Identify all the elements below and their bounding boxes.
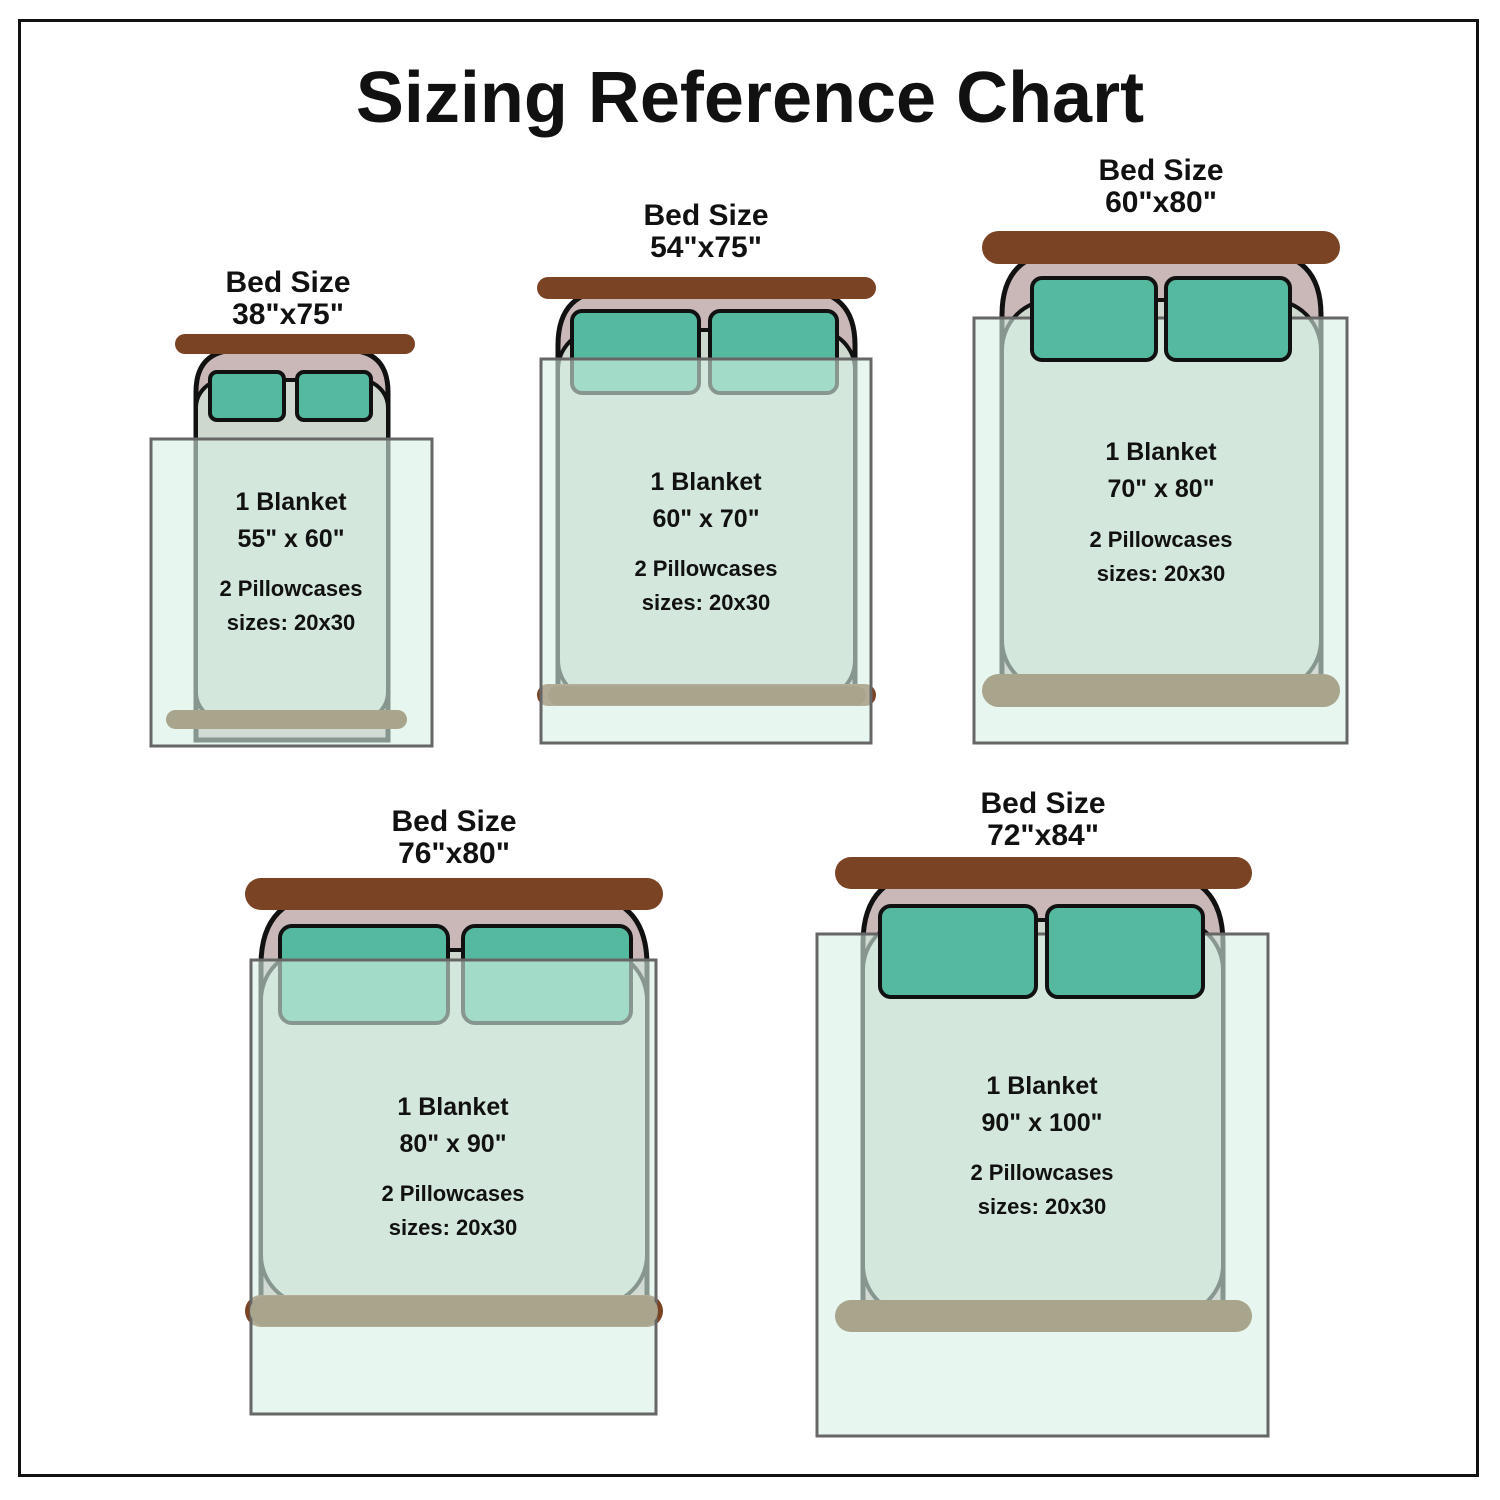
headboard <box>835 857 1252 889</box>
footboard <box>166 710 407 729</box>
pillow-right <box>295 370 373 422</box>
blanket-size-1: 55" x 60" <box>237 525 344 553</box>
headboard <box>537 277 876 299</box>
pillow-left <box>878 904 1038 999</box>
bed-illustration-5 <box>815 857 1270 1438</box>
pillowcase-label-1: 2 Pillowcases <box>219 576 362 601</box>
blanket-overlay <box>815 932 1270 1438</box>
pillowcase-labels: 2 Pillowcases sizes: 20x30 2 Pillowcases… <box>219 527 1232 1240</box>
outer-border <box>18 19 1479 1477</box>
blanket-overlay <box>149 437 434 748</box>
pillowcase-size-2: sizes: 20x30 <box>642 590 770 615</box>
pillow-right <box>1045 904 1205 999</box>
bed-size-value-3: 60"x80" <box>1105 186 1217 219</box>
pillowcase-label-2: 2 Pillowcases <box>634 556 777 581</box>
bed-size-labels: Bed Size 38"x75" Bed Size 54"x75" Bed Si… <box>225 154 1223 870</box>
bed-size-value-4: 76"x80" <box>398 837 510 870</box>
chart-title: Sizing Reference Chart <box>355 58 1145 138</box>
bed-size-label-1: Bed Size <box>225 266 350 299</box>
pillowcase-size-1: sizes: 20x30 <box>227 610 355 635</box>
blanket-size-5: 90" x 100" <box>981 1109 1102 1137</box>
bed-illustration-3 <box>972 231 1349 745</box>
pillowcase-label-4: 2 Pillowcases <box>381 1181 524 1206</box>
pillow-right <box>1164 276 1292 362</box>
pillowcase-size-4: sizes: 20x30 <box>389 1215 517 1240</box>
headboard <box>982 231 1340 264</box>
blanket-label-4: 1 Blanket <box>397 1093 509 1121</box>
bed-illustration-2 <box>537 277 876 745</box>
blanket-label-3: 1 Blanket <box>1105 438 1217 466</box>
blanket-label-1: 1 Blanket <box>235 488 347 516</box>
blanket-size-2: 60" x 70" <box>652 505 759 533</box>
footboard <box>548 686 866 705</box>
blanket-overlay <box>539 357 873 745</box>
bed-illustration-4 <box>245 878 663 1416</box>
footboard <box>982 674 1340 707</box>
bed-size-value-5: 72"x84" <box>987 819 1099 852</box>
footboard <box>835 1300 1252 1332</box>
blanket-overlay <box>972 316 1349 745</box>
bed-illustration-1 <box>149 334 434 748</box>
headboard <box>245 878 663 910</box>
pillowcase-size-3: sizes: 20x30 <box>1097 561 1225 586</box>
pillowcase-label-3: 2 Pillowcases <box>1089 527 1232 552</box>
pillowcase-label-5: 2 Pillowcases <box>970 1160 1113 1185</box>
blanket-size-3: 70" x 80" <box>1107 475 1214 503</box>
pillow-left <box>208 370 286 422</box>
bed-size-value-1: 38"x75" <box>232 298 344 331</box>
footboard <box>250 1296 658 1326</box>
blanket-overlay <box>249 958 658 1416</box>
bed-size-label-5: Bed Size <box>980 787 1105 820</box>
bed-size-label-2: Bed Size <box>643 199 768 232</box>
blanket-labels: 1 Blanket 55" x 60" 1 Blanket 60" x 70" … <box>235 438 1217 1158</box>
pillowcase-size-5: sizes: 20x30 <box>978 1194 1106 1219</box>
blanket-label-5: 1 Blanket <box>986 1072 1098 1100</box>
bed-size-value-2: 54"x75" <box>650 231 762 264</box>
blanket-label-2: 1 Blanket <box>650 468 762 496</box>
headboard <box>175 334 415 354</box>
bed-size-label-4: Bed Size <box>391 805 516 838</box>
pillow-left <box>1030 276 1158 362</box>
bed-size-label-3: Bed Size <box>1098 154 1223 187</box>
blanket-size-4: 80" x 90" <box>399 1130 506 1158</box>
